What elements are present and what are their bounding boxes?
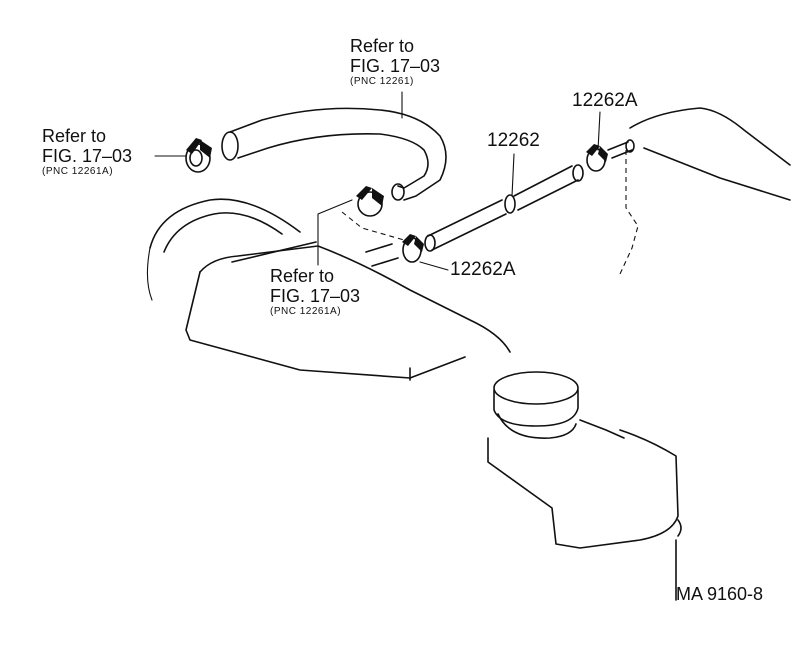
part-number-clamp-upper: 12262A <box>572 90 638 111</box>
callout-refer-text: Refer to <box>270 266 335 286</box>
dash-guide <box>341 211 405 241</box>
fitting-nipples <box>365 139 635 267</box>
fan-shroud <box>146 198 301 301</box>
figure-id: MA 9160-8 <box>676 584 764 604</box>
part-number-hose: 12262 <box>487 130 540 151</box>
clamp-left <box>185 138 212 173</box>
hose-12262 <box>424 164 584 252</box>
clamp-upper-right <box>586 144 608 172</box>
callout-fig-text: FIG. 17–03 <box>350 56 441 76</box>
callout-fig-text: FIG. 17–03 <box>270 286 361 306</box>
callout-pnc-text: (PNC 12261A) <box>270 306 342 317</box>
radiator-tank <box>185 241 682 601</box>
radiator-cap <box>493 371 579 439</box>
callout-top-center: Refer to FIG. 17–03 (PNC 12261) <box>350 36 440 87</box>
callout-top-left: Refer to FIG. 17–03 (PNC 12261A) <box>42 126 132 177</box>
reservoir-body <box>619 107 791 275</box>
callout-refer-text: Refer to <box>42 126 107 146</box>
upper-hose <box>221 107 447 201</box>
clamp-lower <box>402 234 424 263</box>
callout-fig-text: FIG. 17–03 <box>42 146 133 166</box>
callout-pnc-text: (PNC 12261A) <box>42 166 114 177</box>
part-number-clamp-lower: 12262A <box>450 259 516 280</box>
leader-lines <box>154 91 601 271</box>
callout-bottom-center: Refer to FIG. 17–03 (PNC 12261A) <box>270 266 360 317</box>
callout-pnc-text: (PNC 12261) <box>350 76 414 87</box>
callout-refer-text: Refer to <box>350 36 415 56</box>
clamp-middle <box>356 186 384 217</box>
